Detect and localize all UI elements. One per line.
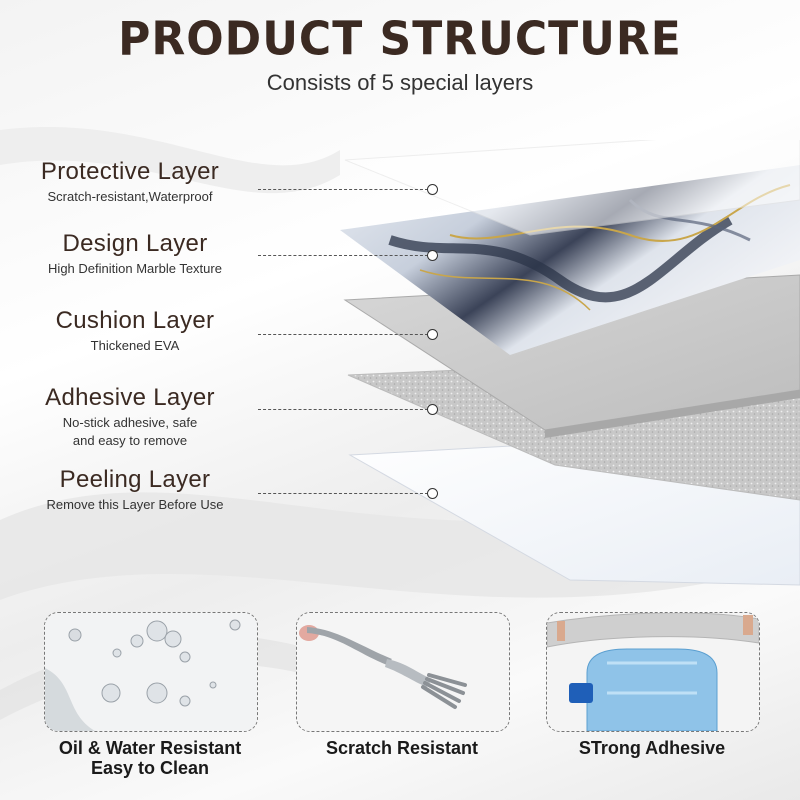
water-bottle-adhesive-image (546, 612, 760, 732)
adhesive-layer-label: Adhesive Layer No-stick adhesive, safe a… (30, 384, 230, 450)
feature-label-oil-water-line2: Easy to Clean (90, 758, 210, 778)
adhesive-layer-leader (258, 409, 428, 410)
protective-layer-desc: Scratch-resistant,Waterproof (47, 189, 213, 204)
cushion-layer-desc: Thickened EVA (90, 338, 180, 353)
cushion-layer-leader (258, 334, 428, 335)
feature-label-adhesive-line1: STrong Adhesive (578, 738, 726, 758)
design-layer-label: Design Layer High Definition Marble Text… (30, 230, 240, 278)
cushion-layer-name: Cushion Layer (55, 307, 215, 334)
adhesive-layer-name: Adhesive Layer (45, 384, 215, 411)
protective-layer-dot (427, 184, 438, 195)
protective-layer-name: Protective Layer (40, 158, 220, 185)
cushion-layer-label: Cushion Layer Thickened EVA (30, 307, 240, 355)
protective-layer-sheet (344, 140, 800, 236)
page-subtitle: Consists of 5 special layers (266, 70, 534, 95)
design-layer-name: Design Layer (62, 230, 208, 257)
cushion-layer-dot (427, 329, 438, 340)
page-title: PRODUCT STRUCTURE (118, 12, 682, 67)
feature-label-scratch: Scratch Resistant (282, 738, 522, 758)
feature-label-oil-water-line1: Oil & Water Resistant (58, 738, 242, 758)
peeling-layer-name: Peeling Layer (59, 466, 211, 493)
layer-stack-illustration (340, 140, 800, 586)
design-layer-leader (258, 255, 428, 256)
protective-layer-leader (258, 189, 428, 190)
feature-label-scratch-line1: Scratch Resistant (325, 738, 479, 758)
feature-label-adhesive: STrong Adhesive (532, 738, 772, 758)
water-drops-image (44, 612, 258, 732)
design-layer-desc: High Definition Marble Texture (48, 261, 222, 276)
protective-layer-label: Protective Layer Scratch-resistant,Water… (30, 158, 230, 206)
peeling-layer-desc: Remove this Layer Before Use (46, 497, 224, 512)
peeling-layer-dot (427, 488, 438, 499)
adhesive-layer-dot (427, 404, 438, 415)
peeling-layer-label: Peeling Layer Remove this Layer Before U… (30, 466, 240, 514)
fork-scratch-image (296, 612, 510, 732)
design-layer-dot (427, 250, 438, 261)
adhesive-layer-desc-line2: and easy to remove (72, 433, 188, 448)
adhesive-layer-desc-line1: No-stick adhesive, safe (62, 415, 198, 430)
peeling-layer-leader (258, 493, 428, 494)
feature-label-oil-water: Oil & Water Resistant Easy to Clean (30, 738, 270, 778)
